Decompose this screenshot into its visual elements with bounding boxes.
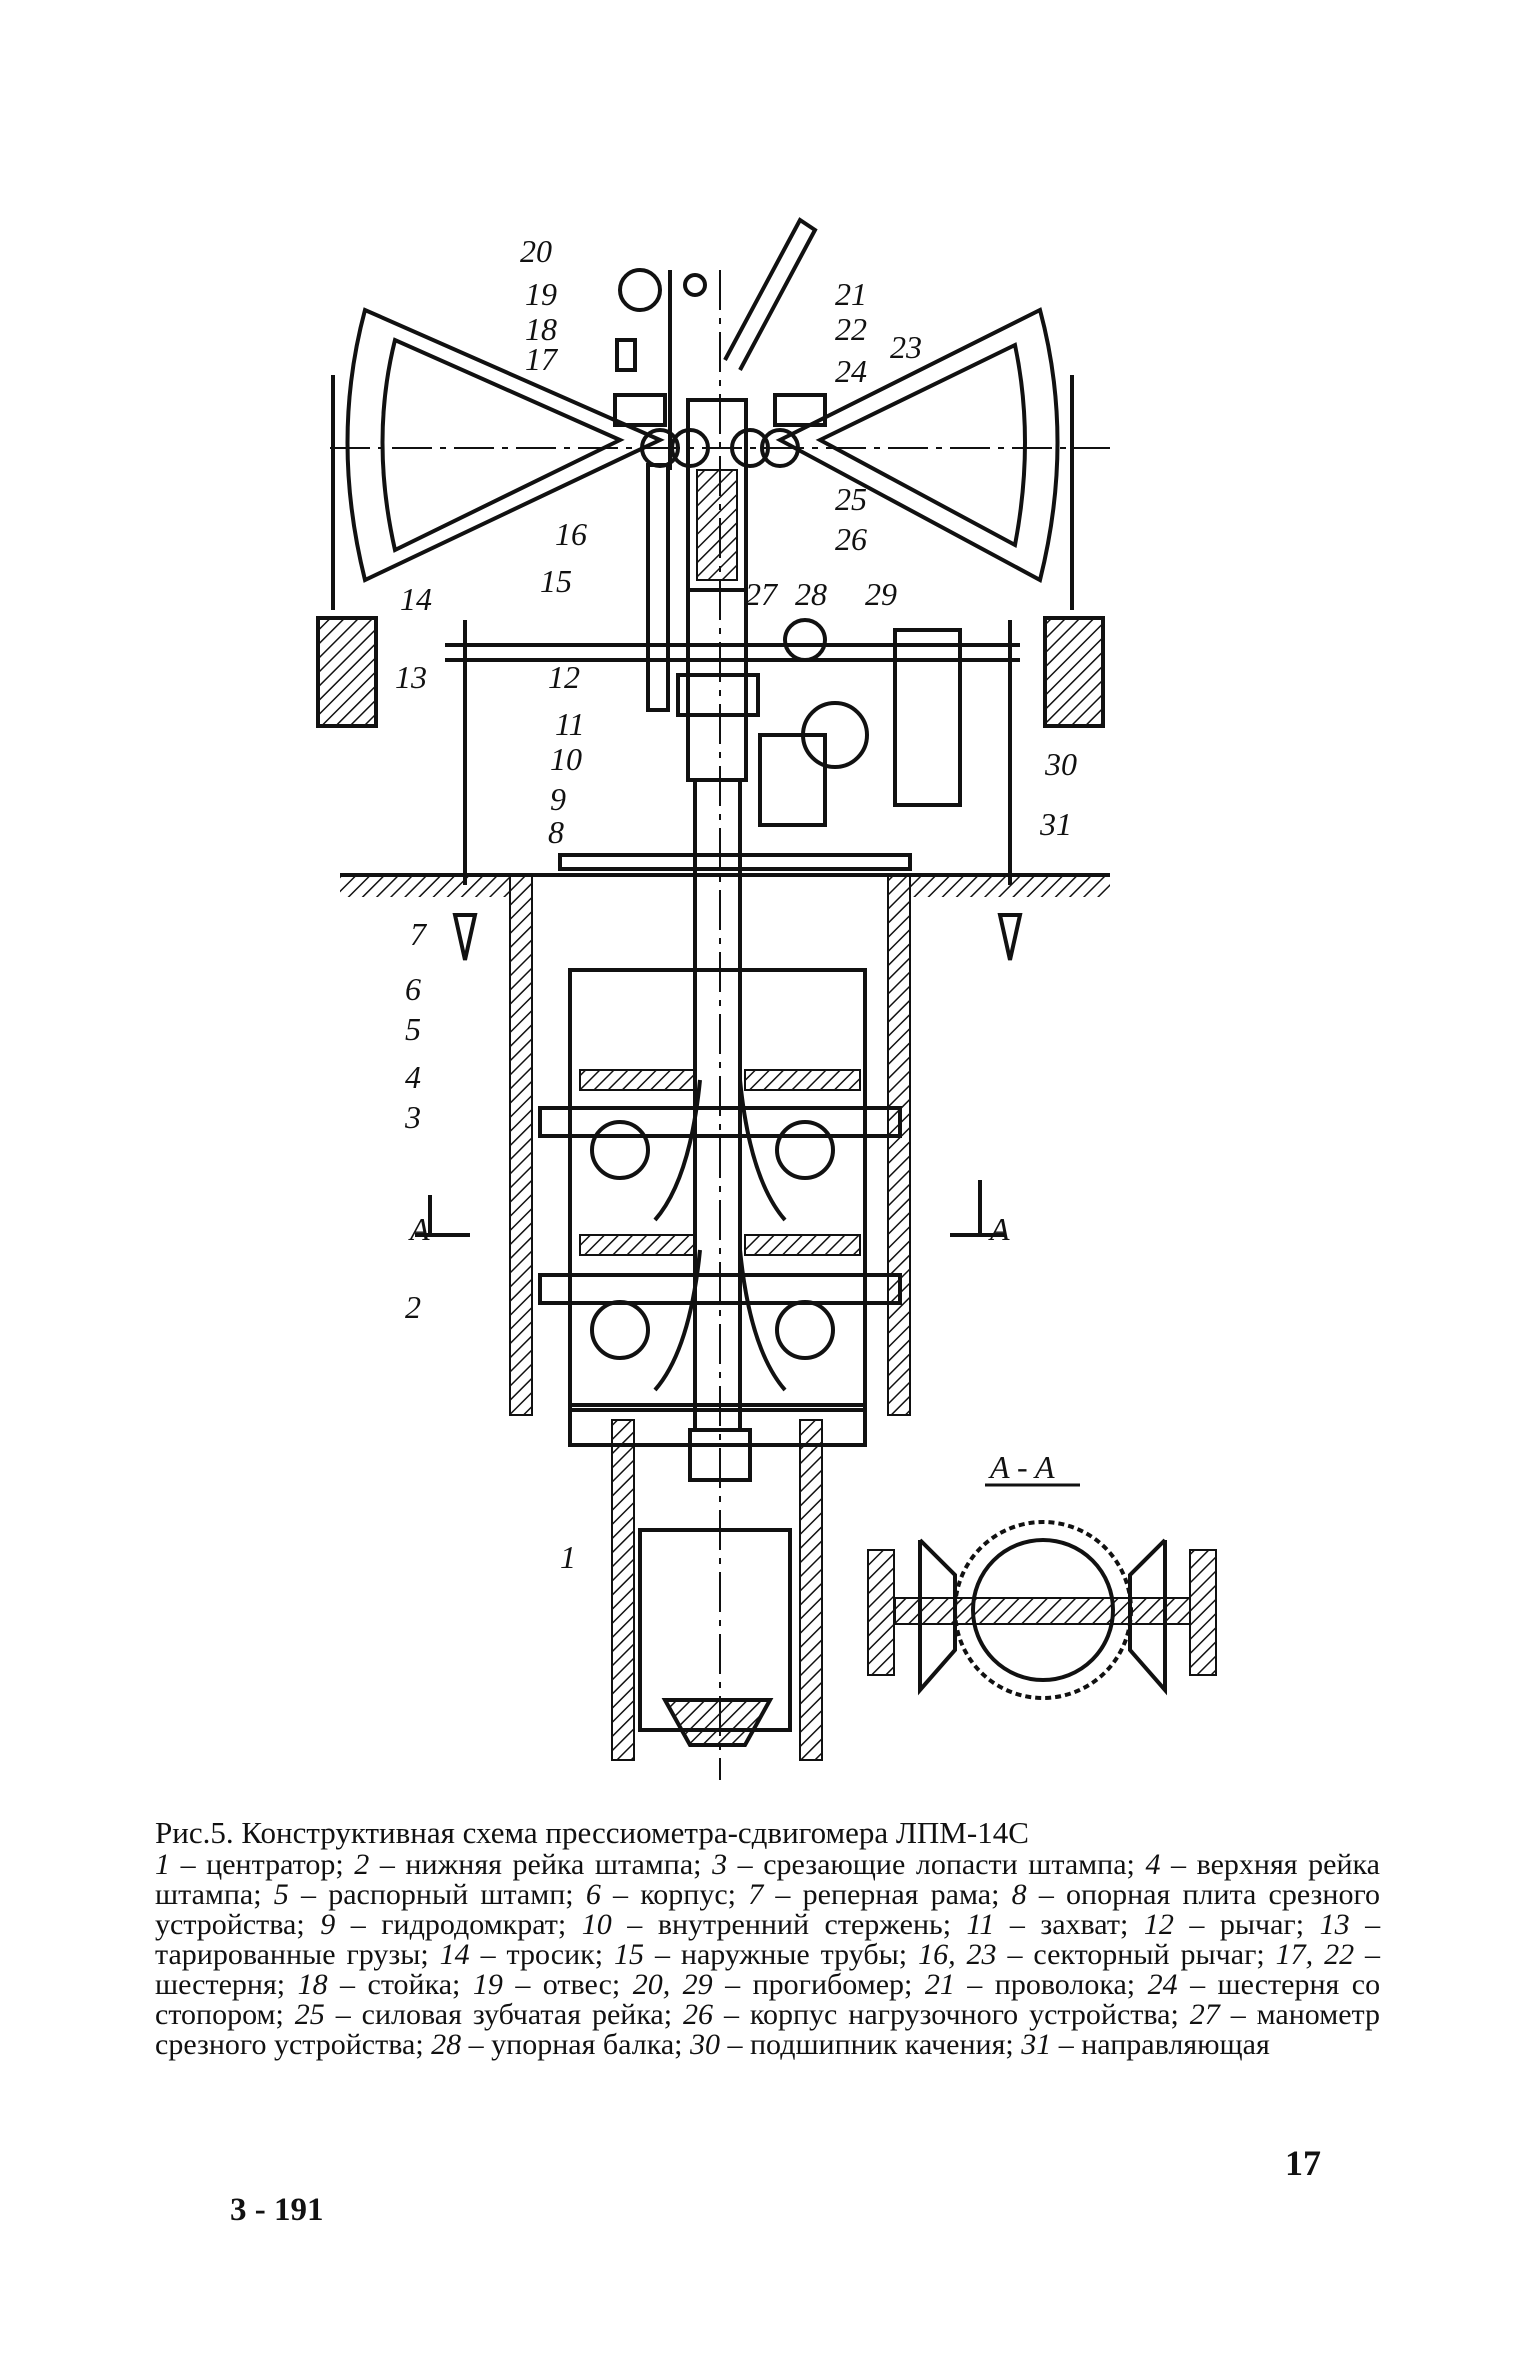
caption-item-number: 27	[1189, 1998, 1220, 2031]
caption-item-number: 15	[614, 1938, 644, 1971]
caption-item-text: гидродомкрат	[381, 1908, 558, 1941]
caption-item-text: шестерня со стопором	[155, 1968, 1381, 2031]
part-label-24: 24	[835, 353, 867, 389]
caption-item-text: упорная балка	[491, 2028, 675, 2061]
caption-item-number: 11	[966, 1908, 995, 1941]
part-label-25: 25	[835, 481, 867, 517]
caption-item-text: центратор	[206, 1848, 336, 1881]
part-label-29: 29	[865, 576, 897, 612]
caption-item-text: рычаг	[1219, 1908, 1296, 1941]
caption-item-text: отвес	[542, 1968, 612, 2001]
caption-item-number: 9	[320, 1908, 336, 1941]
caption-item-number: 19	[472, 1968, 503, 2001]
caption-item-text: подшипник качения	[750, 2028, 1006, 2061]
part-label-23: 23	[890, 329, 922, 365]
part-label-10: 10	[550, 741, 582, 777]
figure-caption: Рис.5. Конструктивная схема прессиометра…	[155, 1815, 1381, 2061]
part-label-26: 26	[835, 521, 867, 557]
part-label-2: 2	[405, 1289, 421, 1325]
part-label-4: 4	[405, 1059, 421, 1095]
caption-item-text: наружные трубы	[680, 1938, 899, 1971]
caption-item-text: нижняя рейка штампа	[405, 1848, 694, 1881]
caption-item-number: 12	[1143, 1908, 1174, 1941]
part-label-9: 9	[550, 781, 566, 817]
caption-item-number: 16, 23	[918, 1938, 997, 1971]
caption-item-number: 2	[354, 1848, 370, 1881]
section-mark-left: A	[408, 1211, 430, 1247]
part-label-11: 11	[555, 706, 585, 742]
part-label-6: 6	[405, 971, 421, 1007]
caption-item-text: тарированные грузы	[155, 1938, 421, 1971]
caption-item-text: прогибомер	[752, 1968, 905, 2001]
caption-item-number: 10	[581, 1908, 612, 1941]
section-title: A - A	[988, 1449, 1055, 1485]
caption-title: Рис.5. Конструктивная схема прессиометра…	[155, 1815, 1029, 1850]
caption-item-text: корпус нагрузочного устройства	[749, 1998, 1171, 2031]
caption-item-number: 28	[431, 2028, 462, 2061]
caption-item-number: 17, 22	[1275, 1938, 1355, 1971]
caption-item-number: 13	[1319, 1908, 1350, 1941]
part-label-3: 3	[404, 1099, 421, 1135]
part-label-16: 16	[555, 516, 587, 552]
part-label-18: 18	[525, 311, 557, 347]
caption-item-text: опорная плита срезного устройства	[155, 1878, 1381, 1941]
part-label-14: 14	[400, 581, 432, 617]
caption-item-number: 24	[1147, 1968, 1178, 2001]
caption-item-number: 20, 29	[632, 1968, 713, 2001]
part-label-15: 15	[540, 563, 572, 599]
caption-item-number: 8	[1011, 1878, 1027, 1911]
caption-item-text: тросик	[506, 1938, 595, 1971]
part-label-28: 28	[795, 576, 827, 612]
part-label-7: 7	[410, 916, 428, 952]
caption-item-text: верхняя рейка штампа	[155, 1848, 1380, 1911]
caption-item-number: 4	[1145, 1848, 1161, 1881]
caption-item-text: проволока	[994, 1968, 1127, 2001]
page-number: 17	[1285, 2143, 1321, 2183]
caption-item-text: силовая зубчатая рейка	[361, 1998, 664, 2031]
caption-item-number: 14	[439, 1938, 470, 1971]
part-label-21: 21	[835, 276, 867, 312]
part-label-12: 12	[548, 659, 580, 695]
part-label-22: 22	[835, 311, 867, 347]
caption-item-number: 31	[1021, 2028, 1052, 2061]
part-label-19: 19	[525, 276, 557, 312]
part-label-8: 8	[548, 814, 564, 850]
caption-item-text: шестерня	[155, 1968, 277, 2001]
signature-mark: 3 - 191	[230, 2192, 324, 2228]
caption-item-number: 6	[585, 1878, 601, 1911]
caption-item-text: срезающие лопасти штампа	[763, 1848, 1127, 1881]
caption-item-number: 3	[712, 1848, 728, 1881]
part-label-30: 30	[1044, 746, 1077, 782]
part-label-31: 31	[1039, 806, 1072, 842]
part-label-1: 1	[560, 1539, 576, 1575]
part-label-13: 13	[395, 659, 427, 695]
caption-legend: 1 – центратор; 2 – нижняя рейка штампа; …	[155, 1848, 1381, 2061]
caption-item-text: стойка	[367, 1968, 453, 2001]
caption-item-number: 30	[690, 2028, 720, 2061]
part-label-20: 20	[520, 233, 552, 269]
part-label-27: 27	[745, 576, 779, 612]
caption-item-text: реперная рама	[802, 1878, 992, 1911]
caption-item-number: 1	[155, 1848, 170, 1881]
section-mark-right: A	[988, 1211, 1010, 1247]
caption-item-number: 26	[683, 1998, 714, 2031]
caption-item-text: манометр срезного устройства	[155, 1998, 1380, 2061]
caption-item-text: распорный штамп	[328, 1878, 566, 1911]
caption-item-number: 5	[273, 1878, 289, 1911]
caption-item-text: секторный рычаг	[1033, 1938, 1257, 1971]
caption-item-text: корпус	[640, 1878, 728, 1911]
caption-item-text: направляющая	[1081, 2028, 1270, 2061]
caption-item-number: 18	[297, 1968, 328, 2001]
caption-item-number: 7	[748, 1878, 764, 1911]
caption-item-text: внутренний стержень	[657, 1908, 943, 1941]
caption-item-number: 25	[294, 1998, 325, 2031]
part-label-5: 5	[405, 1011, 421, 1047]
caption-item-text: захват	[1040, 1908, 1120, 1941]
part-label-17: 17	[525, 341, 559, 377]
caption-item-number: 21	[924, 1968, 955, 2001]
